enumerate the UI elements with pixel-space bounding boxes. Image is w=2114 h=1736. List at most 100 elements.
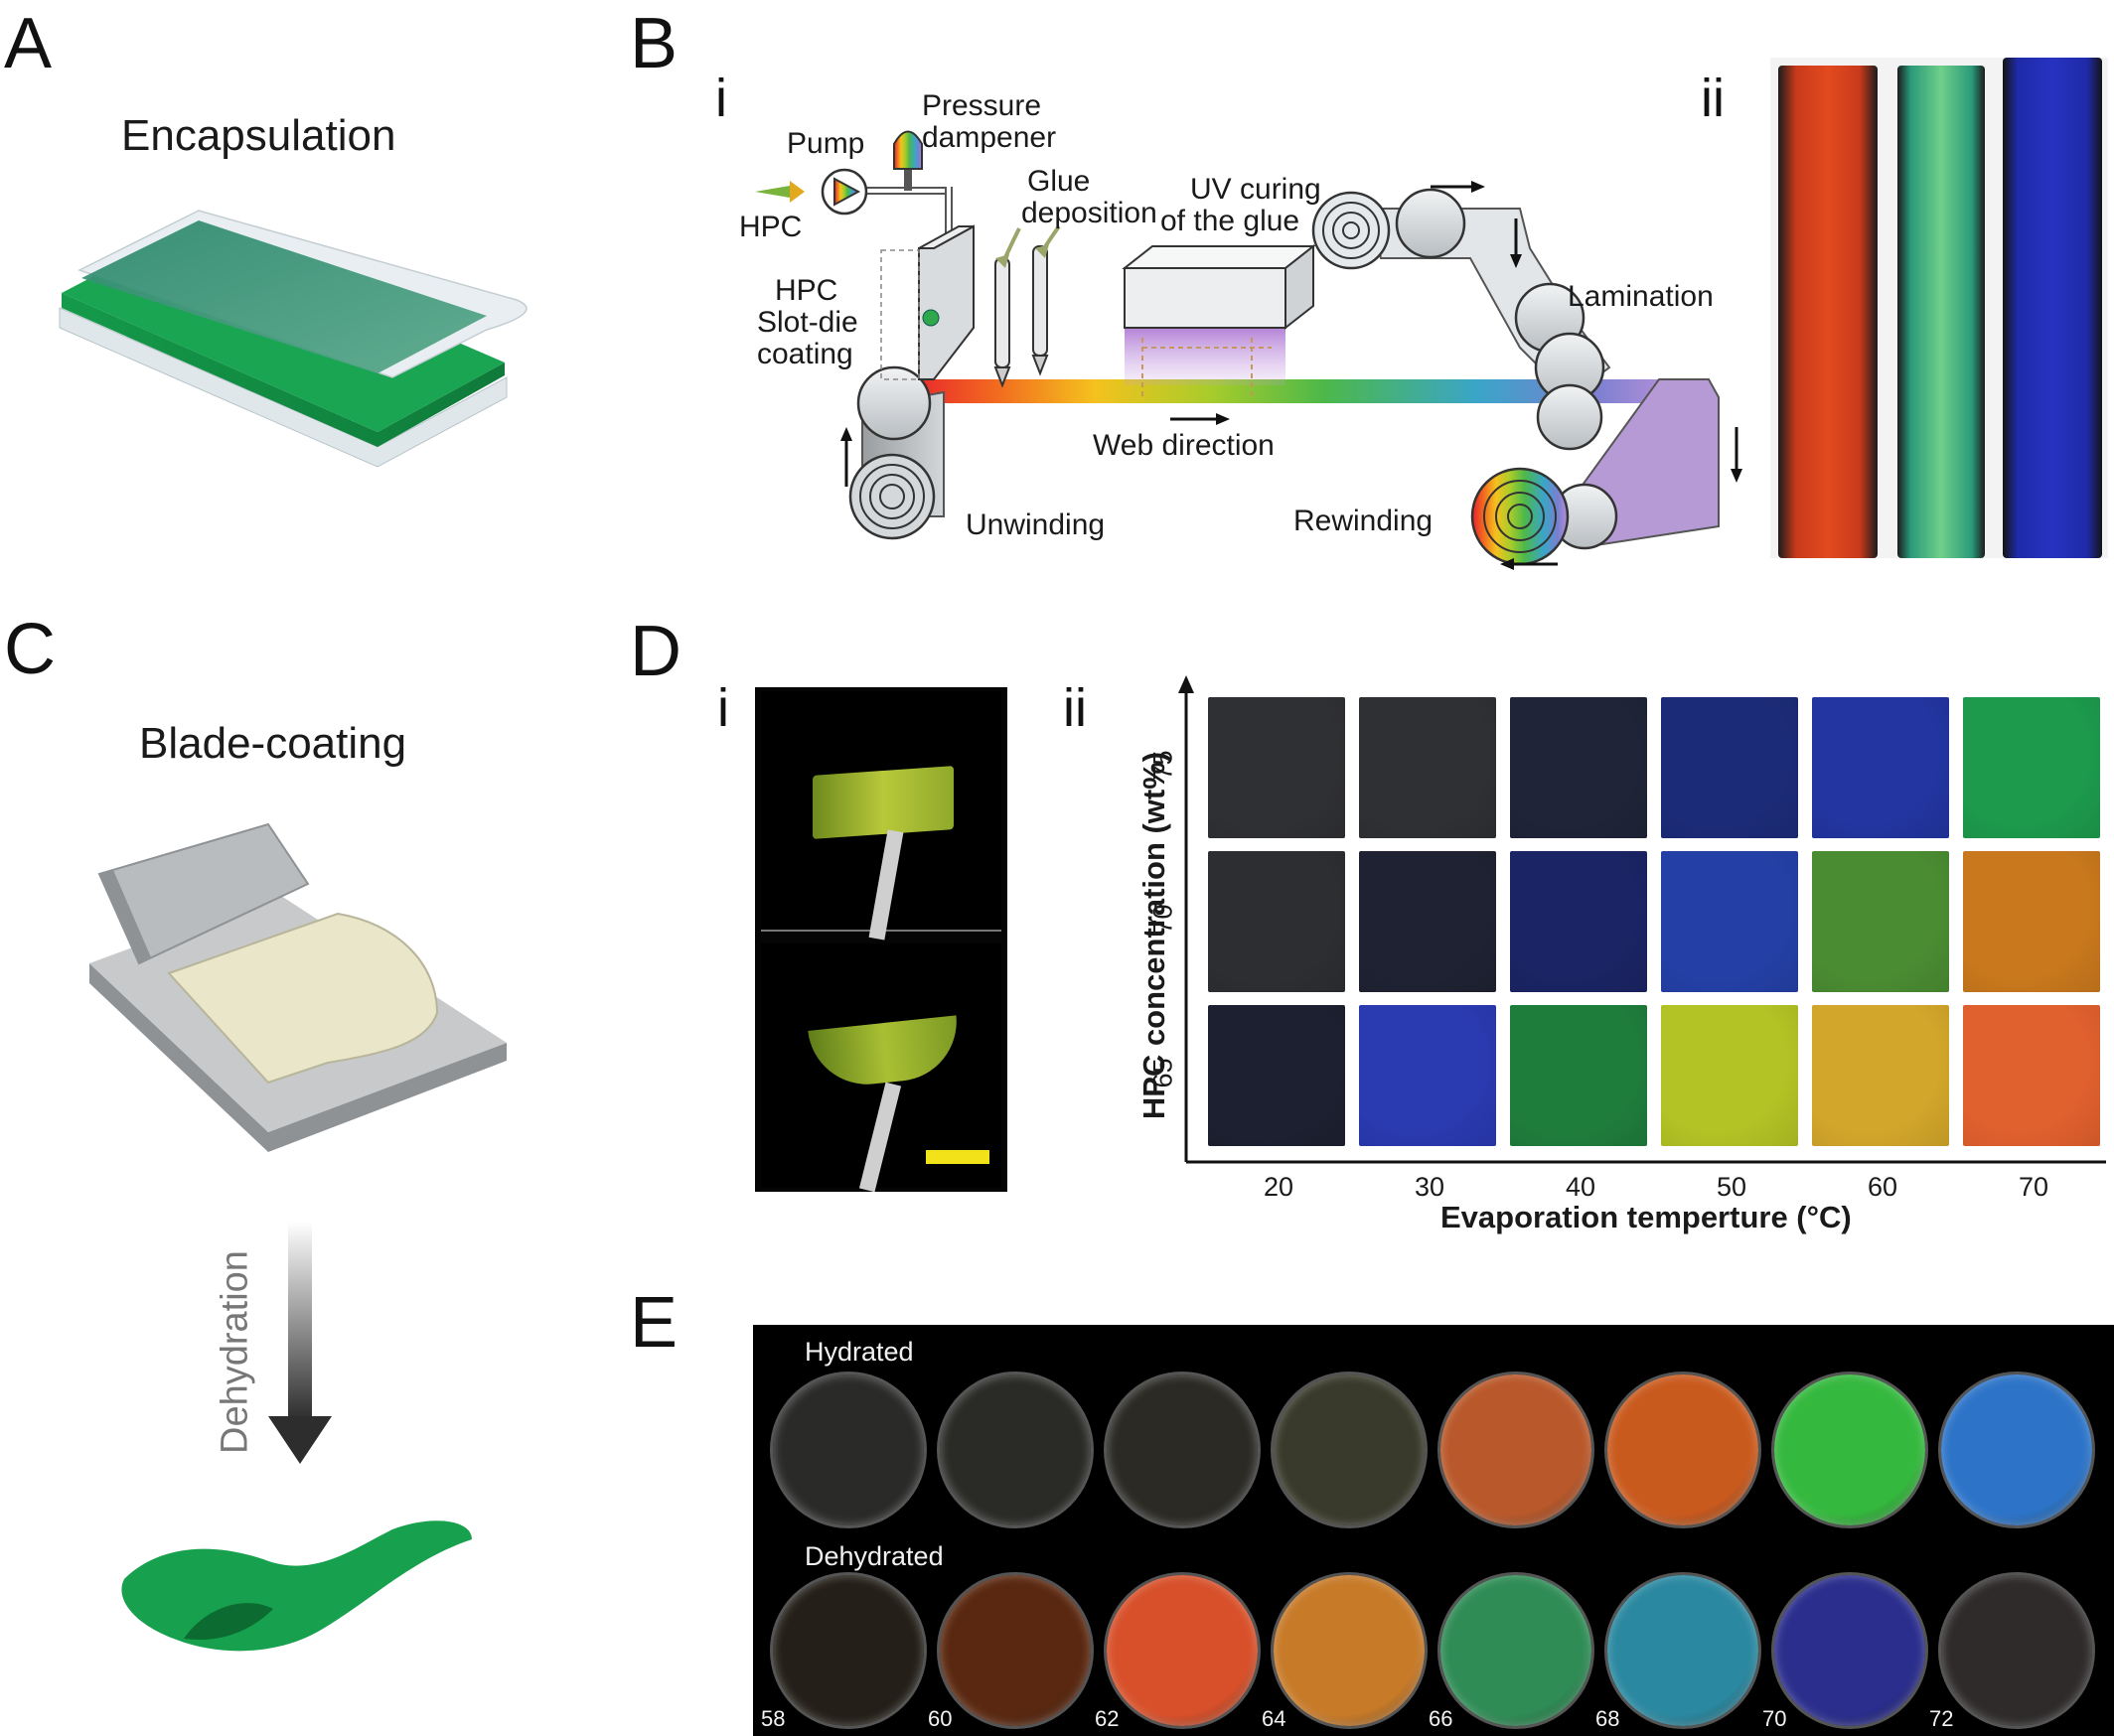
y-tick-label: 75: [1147, 750, 1178, 781]
bent-film: [808, 1015, 963, 1090]
grid-swatch: [1812, 697, 1949, 838]
label-pump: Pump: [787, 127, 865, 160]
label-rewinding: Rewinding: [1293, 505, 1434, 537]
dehydrated-well: [1607, 1575, 1758, 1726]
label-glue: Glue: [1027, 165, 1091, 198]
film-strip-red: [1778, 66, 1878, 558]
panel-d-sub-ii: ii: [1063, 678, 1087, 738]
grid-swatch: [1510, 697, 1647, 838]
grid-swatch: [1208, 697, 1345, 838]
dehydrated-well: [773, 1575, 924, 1726]
dehydrated-well: [1274, 1575, 1425, 1726]
panel-d-ii-xlabel: Evaporation temperture (°C): [1440, 1200, 1852, 1234]
panel-letter-b: B: [630, 4, 679, 83]
dehydrated-well: [1941, 1575, 2092, 1726]
label-uv-curing: UV curing: [1190, 173, 1321, 206]
hydrated-well: [1607, 1374, 1758, 1525]
panel-letter-c: C: [4, 610, 56, 689]
grid-swatch: [1812, 1005, 1949, 1146]
y-tick-label: 70: [1147, 904, 1178, 935]
panel-d-ii-axes: [1178, 675, 2106, 1164]
panel-d-sub-i: i: [717, 678, 729, 738]
x-tick-label: 70: [2019, 1172, 2049, 1202]
dehydrated-well: [1107, 1575, 1258, 1726]
dehydration-arrow: [268, 1222, 332, 1464]
x-tick-label: 60: [1868, 1172, 1898, 1202]
scale-bar: [926, 1150, 989, 1164]
flat-film: [813, 766, 954, 839]
label-slotdie: Slot-die: [757, 306, 858, 339]
label-unwinding: Unwinding: [966, 508, 1106, 541]
label-dampener: dampener: [922, 121, 1057, 154]
film-strip-green: [1897, 66, 1985, 558]
label-pressure: Pressure: [922, 89, 1042, 122]
panel-letter-d: D: [630, 612, 681, 691]
roll-to-roll-process-diagram: [755, 130, 1742, 570]
grid-swatch: [1510, 1005, 1647, 1146]
grid-swatch: [1661, 1005, 1798, 1146]
grid-swatch: [1661, 697, 1798, 838]
hydrated-well: [940, 1374, 1091, 1525]
photo-film-flat: [761, 691, 1001, 940]
title-blade-coating: Blade-coating: [139, 719, 407, 768]
panel-b-ii-photo: [1770, 58, 2108, 558]
label-hpc-input: HPC: [739, 211, 803, 243]
y-tick-label: 65: [1147, 1058, 1178, 1088]
hydrated-well: [1440, 1374, 1591, 1525]
panel-d-ii-color-grid: [1208, 697, 2108, 1150]
dehydrated-well: [940, 1575, 1091, 1726]
grid-swatch: [1208, 851, 1345, 992]
hydrated-well: [1274, 1374, 1425, 1525]
label-deposition: deposition: [1021, 197, 1157, 229]
stick-top: [868, 829, 904, 940]
curled-film-illustration: [121, 1520, 472, 1652]
grid-swatch: [1812, 851, 1949, 992]
dehydrated-well: [1774, 1575, 1925, 1726]
well-number-label: 58: [761, 1706, 786, 1731]
title-encapsulation: Encapsulation: [121, 111, 396, 160]
panel-e-photo: Hydrated Dehydrated 58 60 62 64 66 68 70 72: [753, 1325, 2114, 1736]
panel-letter-a: A: [4, 4, 53, 83]
photo-film-bent: [761, 943, 1001, 1193]
x-tick-label: 20: [1264, 1172, 1294, 1202]
x-tick-label: 50: [1717, 1172, 1747, 1202]
label-web-direction: Web direction: [1093, 429, 1275, 462]
label-lamination: Lamination: [1568, 280, 1714, 313]
hydrated-well: [1941, 1374, 2092, 1525]
grid-swatch: [1359, 697, 1496, 838]
panel-b-sub-i: i: [715, 69, 727, 128]
encapsulation-illustration: [59, 210, 528, 468]
well-number-label: 60: [928, 1706, 953, 1731]
grid-swatch: [1359, 1005, 1496, 1146]
hydrated-well: [1107, 1374, 1258, 1525]
x-tick-label: 30: [1415, 1172, 1445, 1202]
hydrated-well: [773, 1374, 924, 1525]
label-of-the-glue: of the glue: [1160, 205, 1300, 237]
blade-coating-illustration: [89, 822, 507, 1152]
well-number-label: 70: [1762, 1706, 1787, 1731]
grid-swatch: [1963, 851, 2100, 992]
well-number-label: 68: [1595, 1706, 1620, 1731]
label-hydrated: Hydrated: [805, 1337, 914, 1367]
label-dehydrated: Dehydrated: [805, 1541, 944, 1571]
hydrated-well: [1774, 1374, 1925, 1525]
grid-swatch: [1359, 851, 1496, 992]
label-coating: coating: [757, 338, 853, 370]
well-number-label: 64: [1262, 1706, 1286, 1731]
stick-bottom: [858, 1082, 902, 1193]
dehydrated-well: [1440, 1575, 1591, 1726]
panel-b-sub-ii: ii: [1701, 69, 1725, 128]
panel-d-i-photo: [755, 687, 1007, 1193]
film-strip-blue: [2003, 58, 2102, 558]
grid-swatch: [1661, 851, 1798, 992]
label-dehydration: Dehydration: [214, 1250, 256, 1454]
label-slotdie-hpc: HPC: [775, 274, 838, 307]
well-number-label: 62: [1095, 1706, 1120, 1731]
well-number-label: 66: [1429, 1706, 1453, 1731]
grid-swatch: [1510, 851, 1647, 992]
panel-letter-e: E: [630, 1283, 679, 1363]
grid-swatch: [1963, 1005, 2100, 1146]
x-tick-label: 40: [1566, 1172, 1596, 1202]
grid-swatch: [1963, 697, 2100, 838]
well-number-label: 72: [1929, 1706, 1954, 1731]
